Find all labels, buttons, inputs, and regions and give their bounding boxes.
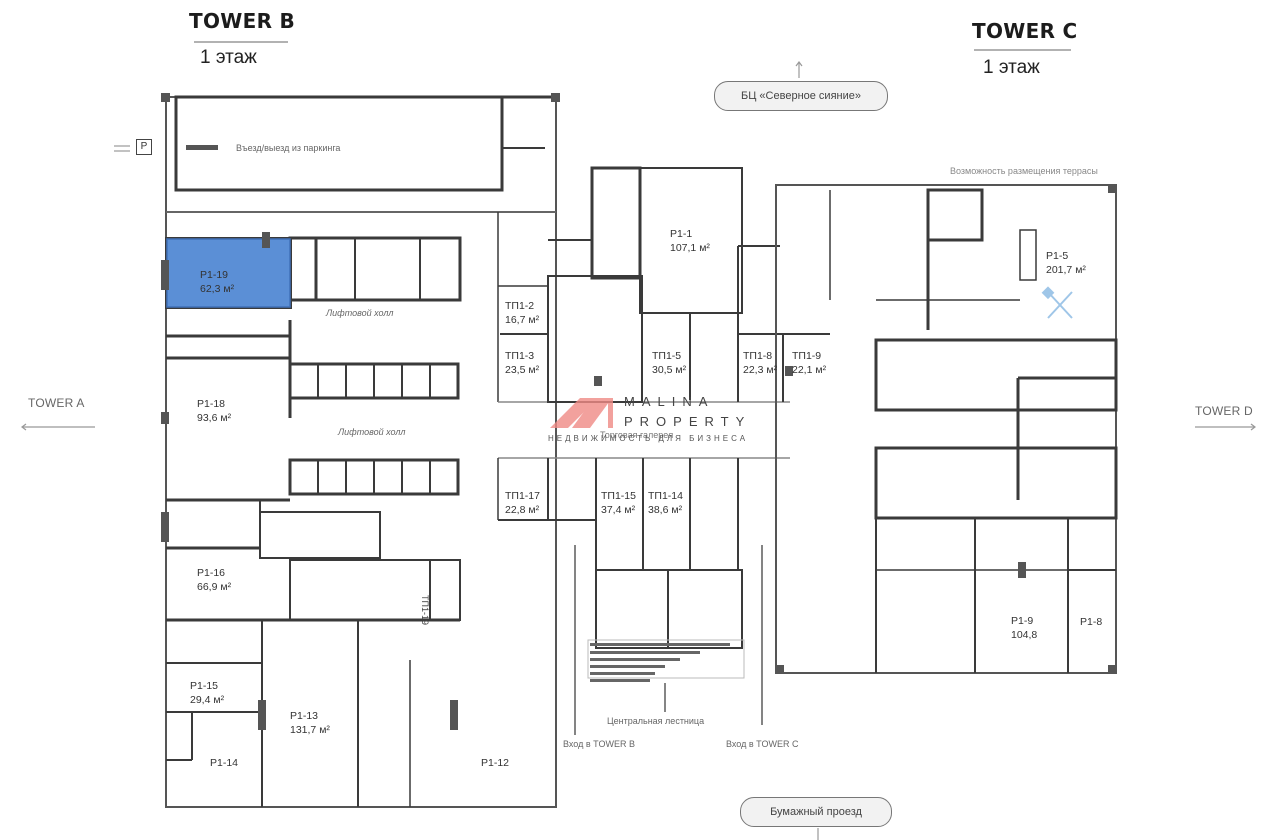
tower-c-floor: 1 этаж <box>983 57 1040 78</box>
tower-b-floor: 1 этаж <box>200 47 257 68</box>
tower-b-title: TOWER B <box>189 9 296 33</box>
room-area: 22,3 м² <box>743 364 778 376</box>
room-id: Р1-9 <box>1011 615 1034 627</box>
room-id: ТП1-5 <box>652 350 682 362</box>
room-area: 37,4 м² <box>601 504 636 516</box>
watermark-line1: MALINA <box>624 394 715 409</box>
entrance-c-label: Вход в TOWER C <box>726 739 799 749</box>
room-p1-15[interactable]: Р1-15 29,4 м² <box>190 679 224 707</box>
tower-c-title: TOWER C <box>972 19 1078 43</box>
room-tp1-14[interactable]: ТП1-14 38,6 м² <box>648 489 683 517</box>
room-id: ТП1-14 <box>648 490 683 502</box>
watermark-line3: НЕДВИЖИМОСТЬ ДЛЯ БИЗНЕСА <box>548 434 749 443</box>
north-landmark-pill: БЦ «Северное сияние» <box>714 81 888 111</box>
room-area: 23,5 м² <box>505 364 540 376</box>
room-id: Р1-8 <box>1080 616 1103 628</box>
room-highlight <box>166 238 291 308</box>
parking-label: Въезд/выезд из паркинга <box>236 143 341 153</box>
room-id: Р1-19 <box>200 269 229 281</box>
room-p1-12[interactable]: Р1-12 <box>481 756 509 770</box>
room-id: Р1-1 <box>670 228 693 240</box>
parking-ramp-marker <box>186 145 218 150</box>
room-tp1-9[interactable]: ТП1-9 22,1 м² <box>792 349 826 377</box>
room-area: 131,7 м² <box>290 724 330 736</box>
tp1-19-label: ТП1-19 <box>420 595 430 625</box>
room-p1-18[interactable]: Р1-18 93,6 м² <box>197 397 231 425</box>
tower-a-direction[interactable]: TOWER A <box>28 396 85 410</box>
room-id: ТП1-3 <box>505 350 535 362</box>
room-area: 29,4 м² <box>190 694 225 706</box>
room-tp1-3[interactable]: ТП1-3 23,5 м² <box>505 349 539 377</box>
room-id: ТП1-9 <box>792 350 822 362</box>
lift-hall-label-2: Лифтовой холл <box>338 427 406 437</box>
north-landmark-label: БЦ «Северное сияние» <box>741 90 861 102</box>
room-area: 66,9 м² <box>197 581 232 593</box>
room-area: 22,1 м² <box>792 364 827 376</box>
room-id: Р1-14 <box>210 757 239 769</box>
room-area: 107,1 м² <box>670 242 710 254</box>
room-id: Р1-18 <box>197 398 226 410</box>
terrace-note: Возможность размещения террасы <box>950 166 1098 176</box>
room-p1-14[interactable]: Р1-14 <box>210 756 238 770</box>
south-landmark-pill: Бумажный проезд <box>740 797 892 827</box>
room-id: Р1-5 <box>1046 250 1069 262</box>
room-id: ТП1-2 <box>505 300 535 312</box>
parking-icon: P <box>136 139 152 155</box>
room-p1-8[interactable]: Р1-8 <box>1080 615 1102 629</box>
room-id: Р1-16 <box>197 567 226 579</box>
room-area: 22,8 м² <box>505 504 540 516</box>
room-tp1-8[interactable]: ТП1-8 22,3 м² <box>743 349 777 377</box>
lift-hall-label-1: Лифтовой холл <box>326 308 394 318</box>
room-area: 104,8 <box>1011 629 1038 641</box>
entrance-b-label: Вход в TOWER B <box>563 739 635 749</box>
central-stair-label: Центральная лестница <box>607 716 705 726</box>
room-area: 62,3 м² <box>200 283 235 295</box>
room-p1-16[interactable]: Р1-16 66,9 м² <box>197 566 231 594</box>
watermark-line2: PROPERTY <box>624 414 752 429</box>
room-tp1-15[interactable]: ТП1-15 37,4 м² <box>601 489 636 517</box>
room-tp1-17[interactable]: ТП1-17 22,8 м² <box>505 489 540 517</box>
room-id: Р1-15 <box>190 680 219 692</box>
watermark-logo <box>550 398 613 428</box>
south-landmark-label: Бумажный проезд <box>770 806 862 818</box>
restaurant-icon <box>1041 286 1073 319</box>
gallery-label: Торговая галерея <box>600 430 674 440</box>
room-id: Р1-12 <box>481 757 510 769</box>
room-p1-13[interactable]: Р1-13 131,7 м² <box>290 709 330 737</box>
room-id: ТП1-15 <box>601 490 636 502</box>
room-id: ТП1-8 <box>743 350 773 362</box>
room-p1-1[interactable]: Р1-1 107,1 м² <box>670 227 710 255</box>
room-tp1-2[interactable]: ТП1-2 16,7 м² <box>505 299 539 327</box>
room-p1-19[interactable]: Р1-19 62,3 м² <box>200 268 234 296</box>
room-tp1-5[interactable]: ТП1-5 30,5 м² <box>652 349 686 377</box>
room-area: 93,6 м² <box>197 412 232 424</box>
room-p1-5[interactable]: Р1-5 201,7 м² <box>1046 249 1086 277</box>
room-area: 201,7 м² <box>1046 264 1086 276</box>
room-id: Р1-13 <box>290 710 319 722</box>
room-area: 16,7 м² <box>505 314 540 326</box>
room-area: 30,5 м² <box>652 364 687 376</box>
room-id: ТП1-17 <box>505 490 540 502</box>
room-p1-9[interactable]: Р1-9 104,8 <box>1011 614 1037 642</box>
room-area: 38,6 м² <box>648 504 683 516</box>
tower-d-direction[interactable]: TOWER D <box>1195 404 1253 418</box>
